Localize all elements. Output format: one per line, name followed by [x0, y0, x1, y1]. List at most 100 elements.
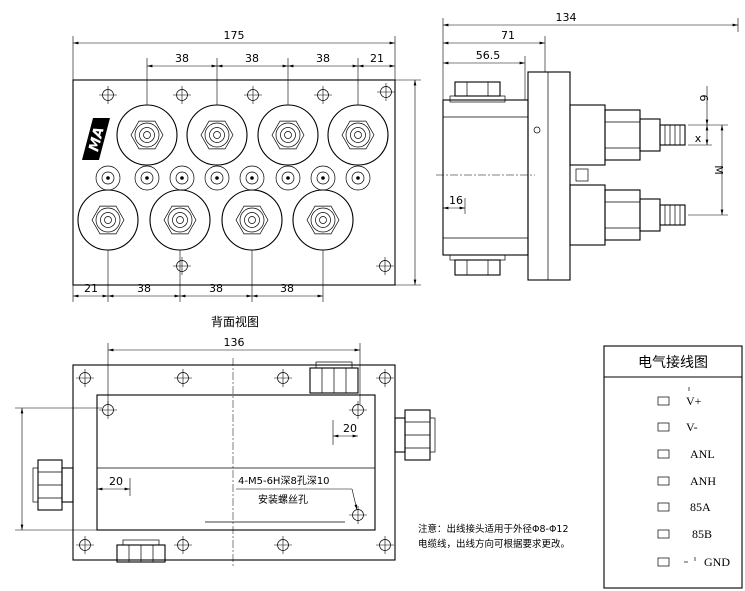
gland-body	[394, 417, 406, 453]
small-plug	[310, 165, 336, 191]
plug-center-dot	[215, 176, 219, 180]
nut-face-lines	[321, 368, 347, 393]
connector-bore	[248, 216, 256, 224]
small-plug	[345, 165, 371, 191]
gland-cap	[32, 467, 39, 503]
dimension-thread-label: 6	[697, 95, 710, 102]
plug-inner-ring	[175, 171, 189, 185]
dimension-top-edge: 21	[370, 52, 384, 65]
connector-outer-ring	[116, 104, 178, 166]
terminal-label: ANH	[690, 474, 716, 488]
connector-hex-nut	[163, 205, 197, 235]
connector-seal-ring	[280, 127, 296, 143]
dimension-top-pitch-3: 38	[316, 52, 330, 65]
connector-hex-nut	[306, 205, 340, 235]
connector-inner-ring	[275, 122, 301, 148]
back-view-extension-lines	[72, 36, 421, 302]
connector-outer-ring	[257, 104, 319, 166]
connector-seal-ring	[350, 127, 366, 143]
plug-center-dot	[145, 176, 149, 180]
terminal-label: V-	[686, 420, 698, 434]
flange-screw	[533, 126, 541, 134]
small-plug	[239, 165, 265, 191]
connector-inner-ring	[95, 207, 121, 233]
side-view-dimensions: 134 71 56.5 16 6 x M	[442, 11, 739, 216]
mounting-flange	[527, 71, 571, 281]
mounting-hole	[76, 369, 94, 387]
callout-leader	[351, 488, 358, 511]
plug-inner-ring	[351, 171, 365, 185]
gland-neck	[639, 118, 661, 152]
small-plug	[275, 165, 301, 191]
terminal-block	[657, 449, 670, 459]
housing-body	[442, 99, 529, 256]
dimension-bottom-pitch-1: 38	[137, 282, 151, 295]
note-line-1: 注意：出线接头适用于外径Φ8-Φ12	[418, 523, 569, 535]
dimension-bottom-edge: 21	[84, 282, 98, 295]
ma-logo-text: MA	[86, 125, 108, 153]
mounting-hole	[173, 257, 191, 275]
terminal-row: V-	[657, 420, 698, 434]
top-housing-outline	[96, 394, 376, 531]
dimension-top-pitch-1: 38	[175, 52, 189, 65]
connector-outer-ring	[327, 104, 389, 166]
mounting-hole	[376, 369, 394, 387]
upper-side-gland	[569, 104, 686, 166]
cable-connector	[327, 104, 389, 166]
plug-center-dot	[106, 176, 110, 180]
mounting-hole	[376, 257, 394, 275]
gland-nut	[454, 81, 501, 97]
gland-nut	[604, 189, 641, 241]
top-view-bottom-gland	[116, 539, 166, 563]
connector-inner-ring	[310, 207, 336, 233]
terminal-row: V+	[657, 394, 702, 408]
plug-center-dot	[321, 176, 325, 180]
plug-inner-ring	[245, 171, 259, 185]
terminal-row: 85A	[657, 500, 711, 514]
mounting-hole	[274, 369, 292, 387]
back-view-dimensions: 175 38 38 38 21 21 38 38 38	[73, 29, 417, 298]
nut-face-lines	[405, 421, 430, 449]
top-view-top-gland	[309, 361, 359, 394]
cable-connector	[292, 189, 354, 251]
terminal-block	[657, 396, 670, 406]
dimension-top-pitch-2: 38	[245, 52, 259, 65]
gland-nut	[454, 259, 501, 276]
gland-flange	[449, 254, 506, 261]
mounting-hole	[99, 86, 117, 104]
connector-outer-ring	[292, 189, 354, 251]
gland-body	[61, 467, 74, 503]
side-view: 134 71 56.5 16 6 x M	[436, 11, 739, 281]
connector-hex-nut	[341, 120, 375, 150]
terminal-row: ANL	[657, 447, 715, 461]
hole-callout-label: 安装螺丝孔	[258, 493, 308, 506]
small-plug	[169, 165, 195, 191]
installation-note: 注意：出线接头适用于外径Φ8-Φ12 电缆线，出线方向可根据要求更改。	[418, 523, 570, 550]
cable-connector	[116, 104, 178, 166]
back-view: MA 175 38 38 38	[72, 29, 421, 329]
plug-outer-ring	[310, 165, 336, 191]
terminal-label-plate	[575, 168, 589, 182]
dimension-m-label: M	[712, 165, 725, 175]
gland-body	[569, 184, 606, 246]
plug-outer-ring	[275, 165, 301, 191]
small-plug	[134, 165, 160, 191]
dimension-offset: 16	[449, 194, 463, 207]
connector-inner-ring	[204, 122, 230, 148]
hole-callout-spec: 4-M5-6H深8孔深10	[238, 475, 330, 487]
dimension-left-offset: 20	[109, 475, 123, 488]
plug-center-dot	[250, 176, 254, 180]
note-line-2: 电缆线，出线方向可根据要求更改。	[418, 538, 570, 550]
mounting-hole	[174, 369, 192, 387]
plug-outer-ring	[204, 165, 230, 191]
dimension-hole-span: 136	[224, 336, 245, 349]
top-cable-gland	[449, 81, 506, 103]
connector-inner-ring	[239, 207, 265, 233]
connector-bore	[354, 131, 362, 139]
back-plate-outline	[72, 79, 396, 286]
plug-inner-ring	[281, 171, 295, 185]
dimension-bottom-pitch-2: 38	[209, 282, 223, 295]
mounting-hole	[376, 536, 394, 554]
top-view-dimensions: 136 20 20	[15, 336, 361, 531]
gland-neck	[639, 198, 661, 232]
